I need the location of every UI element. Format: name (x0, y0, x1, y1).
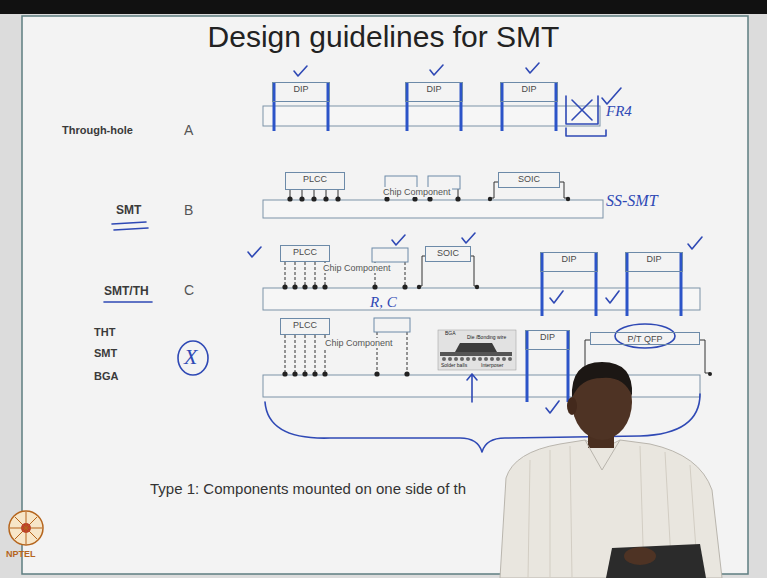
component-name: PLCC (281, 246, 329, 257)
row-label: SMT/TH (104, 285, 149, 299)
hand-note: SS-SMT (606, 192, 658, 210)
row-label: BGA (94, 370, 118, 383)
row-letter: C (184, 282, 194, 298)
smt-leads (285, 182, 710, 373)
picture-label: Solder balls (440, 363, 468, 369)
top-bar (0, 0, 767, 14)
component-name: DIP (501, 83, 557, 94)
picture-label: Interposer (480, 363, 505, 369)
row-label: THT (94, 326, 115, 339)
component-name: DIP (273, 83, 329, 94)
slide-caption: Type 1: Components mounted on one side o… (150, 480, 466, 497)
component-name: P/T QFP (591, 333, 699, 344)
component-name: DIP (526, 331, 569, 342)
plcc-package: PLCC (280, 245, 330, 262)
qfp-package: P/T QFP (590, 332, 700, 345)
dip-package: DIP (272, 82, 330, 102)
pcb-boards (263, 106, 700, 397)
dip-package: DIP (625, 252, 683, 272)
soic-package: SOIC (498, 172, 560, 188)
component-name: DIP (541, 253, 597, 264)
row-label: Through-hole (62, 124, 133, 137)
bga-picture (438, 330, 516, 370)
through-hole-leads (274, 82, 681, 402)
part-label: Chip Component (382, 187, 452, 197)
row-label: SMT (116, 204, 141, 218)
dip-package: DIP (540, 252, 598, 272)
hand-note: FR4 (606, 103, 632, 120)
part-label: Chip Component (324, 338, 394, 348)
component-name: DIP (626, 253, 682, 264)
slide-title: Design guidelines for SMT (0, 20, 767, 54)
picture-label: Die /Bonding wire (466, 335, 507, 341)
hand-mark: X (184, 344, 197, 369)
picture-label: BGA (444, 331, 457, 337)
row-letter: A (184, 122, 193, 138)
dip-package: DIP (405, 82, 463, 102)
component-name: SOIC (499, 173, 559, 184)
part-label: Chip Component (322, 263, 392, 273)
plcc-package: PLCC (280, 318, 330, 335)
component-name: DIP (406, 83, 462, 94)
presenter (500, 362, 722, 578)
nptel-logo (9, 511, 43, 545)
soic-package: SOIC (425, 246, 471, 262)
plcc-package: PLCC (285, 172, 345, 190)
hand-note: R, C (370, 294, 397, 311)
component-name: SOIC (426, 247, 470, 258)
solder-dots (282, 196, 712, 376)
logo-text: NPTEL (6, 549, 36, 559)
component-name: PLCC (286, 173, 344, 184)
row-label: SMT (94, 347, 117, 360)
component-name: PLCC (281, 319, 329, 330)
hand-annotations (104, 63, 702, 452)
row-letter: B (184, 202, 193, 218)
dip-package: DIP (500, 82, 558, 102)
dip-package: DIP (525, 330, 570, 350)
